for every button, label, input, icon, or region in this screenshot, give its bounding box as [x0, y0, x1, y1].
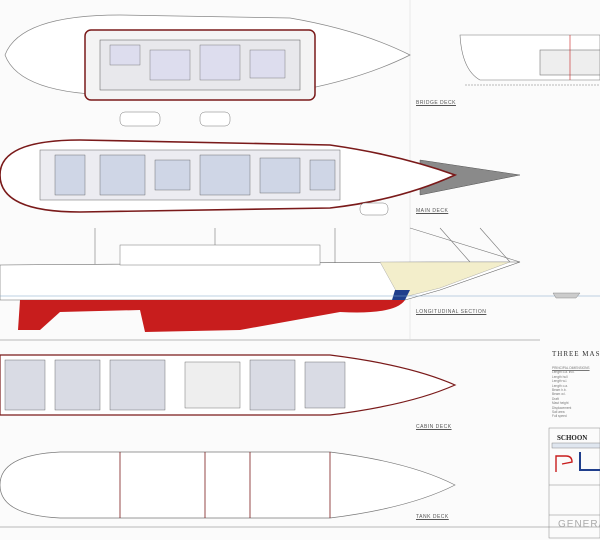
- tank-deck-plan: [0, 451, 456, 519]
- dimension-row: Beam h.b.: [552, 388, 567, 393]
- dimension-row: Mast height: [552, 401, 569, 406]
- bow-section: [379, 261, 511, 299]
- bridge-deck-plan: [4, 14, 411, 127]
- tender: [552, 292, 581, 299]
- longitudinal-section: [0, 227, 600, 332]
- dimension-row: Length o.a. incl.: [552, 370, 575, 375]
- title-block-frame: [548, 427, 600, 539]
- view-label-tank-deck: TANK DECK: [416, 514, 449, 520]
- dimension-row: Displacement: [552, 405, 572, 410]
- keel-underbody: [18, 300, 405, 332]
- cabin-deck-plan: [0, 354, 457, 416]
- dimensions-heading: PRINCIPAL DIMENSIONS: [552, 366, 590, 370]
- vessel-type: SCHOON: [557, 434, 588, 442]
- main-deck-plan: [0, 139, 521, 216]
- sheet-title: GENERAL: [558, 519, 600, 530]
- view-label-longitudinal-section: LONGITUDINAL SECTION: [416, 309, 487, 315]
- dimension-row: Draft: [552, 396, 559, 401]
- view-label-bridge-deck: BRIDGE DECK: [416, 100, 456, 106]
- aft-elevation-view: [459, 34, 600, 86]
- dimension-row: Full speed: [552, 414, 567, 419]
- view-label-main-deck: MAIN DECK: [416, 208, 449, 214]
- principal-dimensions: PRINCIPAL DIMENSIONS Length o.a. incl. L…: [552, 366, 590, 419]
- view-label-cabin-deck: CABIN DECK: [416, 424, 452, 430]
- dimension-row: Length o.a.: [552, 383, 568, 388]
- dimension-row: Beam w.l.: [552, 392, 566, 397]
- dimension-row: Sail area: [552, 410, 565, 415]
- drawing-heading: THREE MASTE: [552, 350, 600, 358]
- dimension-row: Length w.l.: [552, 379, 568, 384]
- dimension-row: Length hull: [552, 374, 568, 379]
